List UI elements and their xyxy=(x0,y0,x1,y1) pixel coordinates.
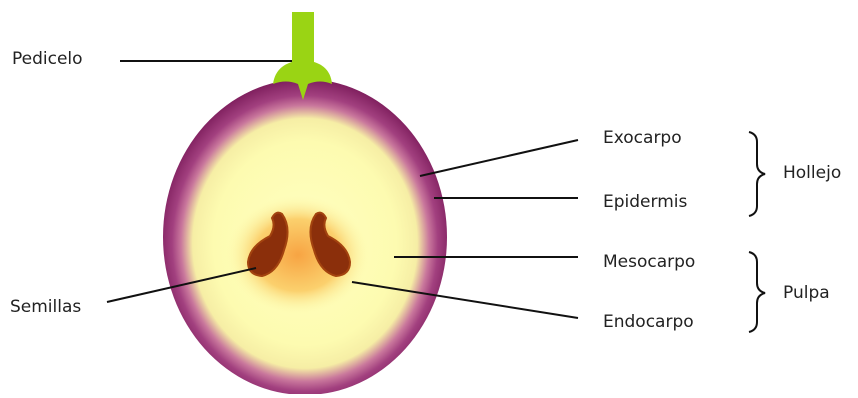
pedicel-stalk xyxy=(292,12,314,68)
label-endocarpo: Endocarpo xyxy=(603,314,694,331)
label-epidermis: Epidermis xyxy=(603,194,687,211)
label-pedicelo: Pedicelo xyxy=(12,51,83,68)
label-mesocarpo: Mesocarpo xyxy=(603,254,695,271)
label-exocarpo: Exocarpo xyxy=(603,130,682,147)
hollejo-brace xyxy=(749,132,765,216)
label-pulpa: Pulpa xyxy=(783,285,830,302)
label-hollejo: Hollejo xyxy=(783,165,841,182)
pulpa-brace xyxy=(749,252,765,332)
exocarpo-leader xyxy=(420,140,578,176)
label-semillas: Semillas xyxy=(10,299,81,316)
